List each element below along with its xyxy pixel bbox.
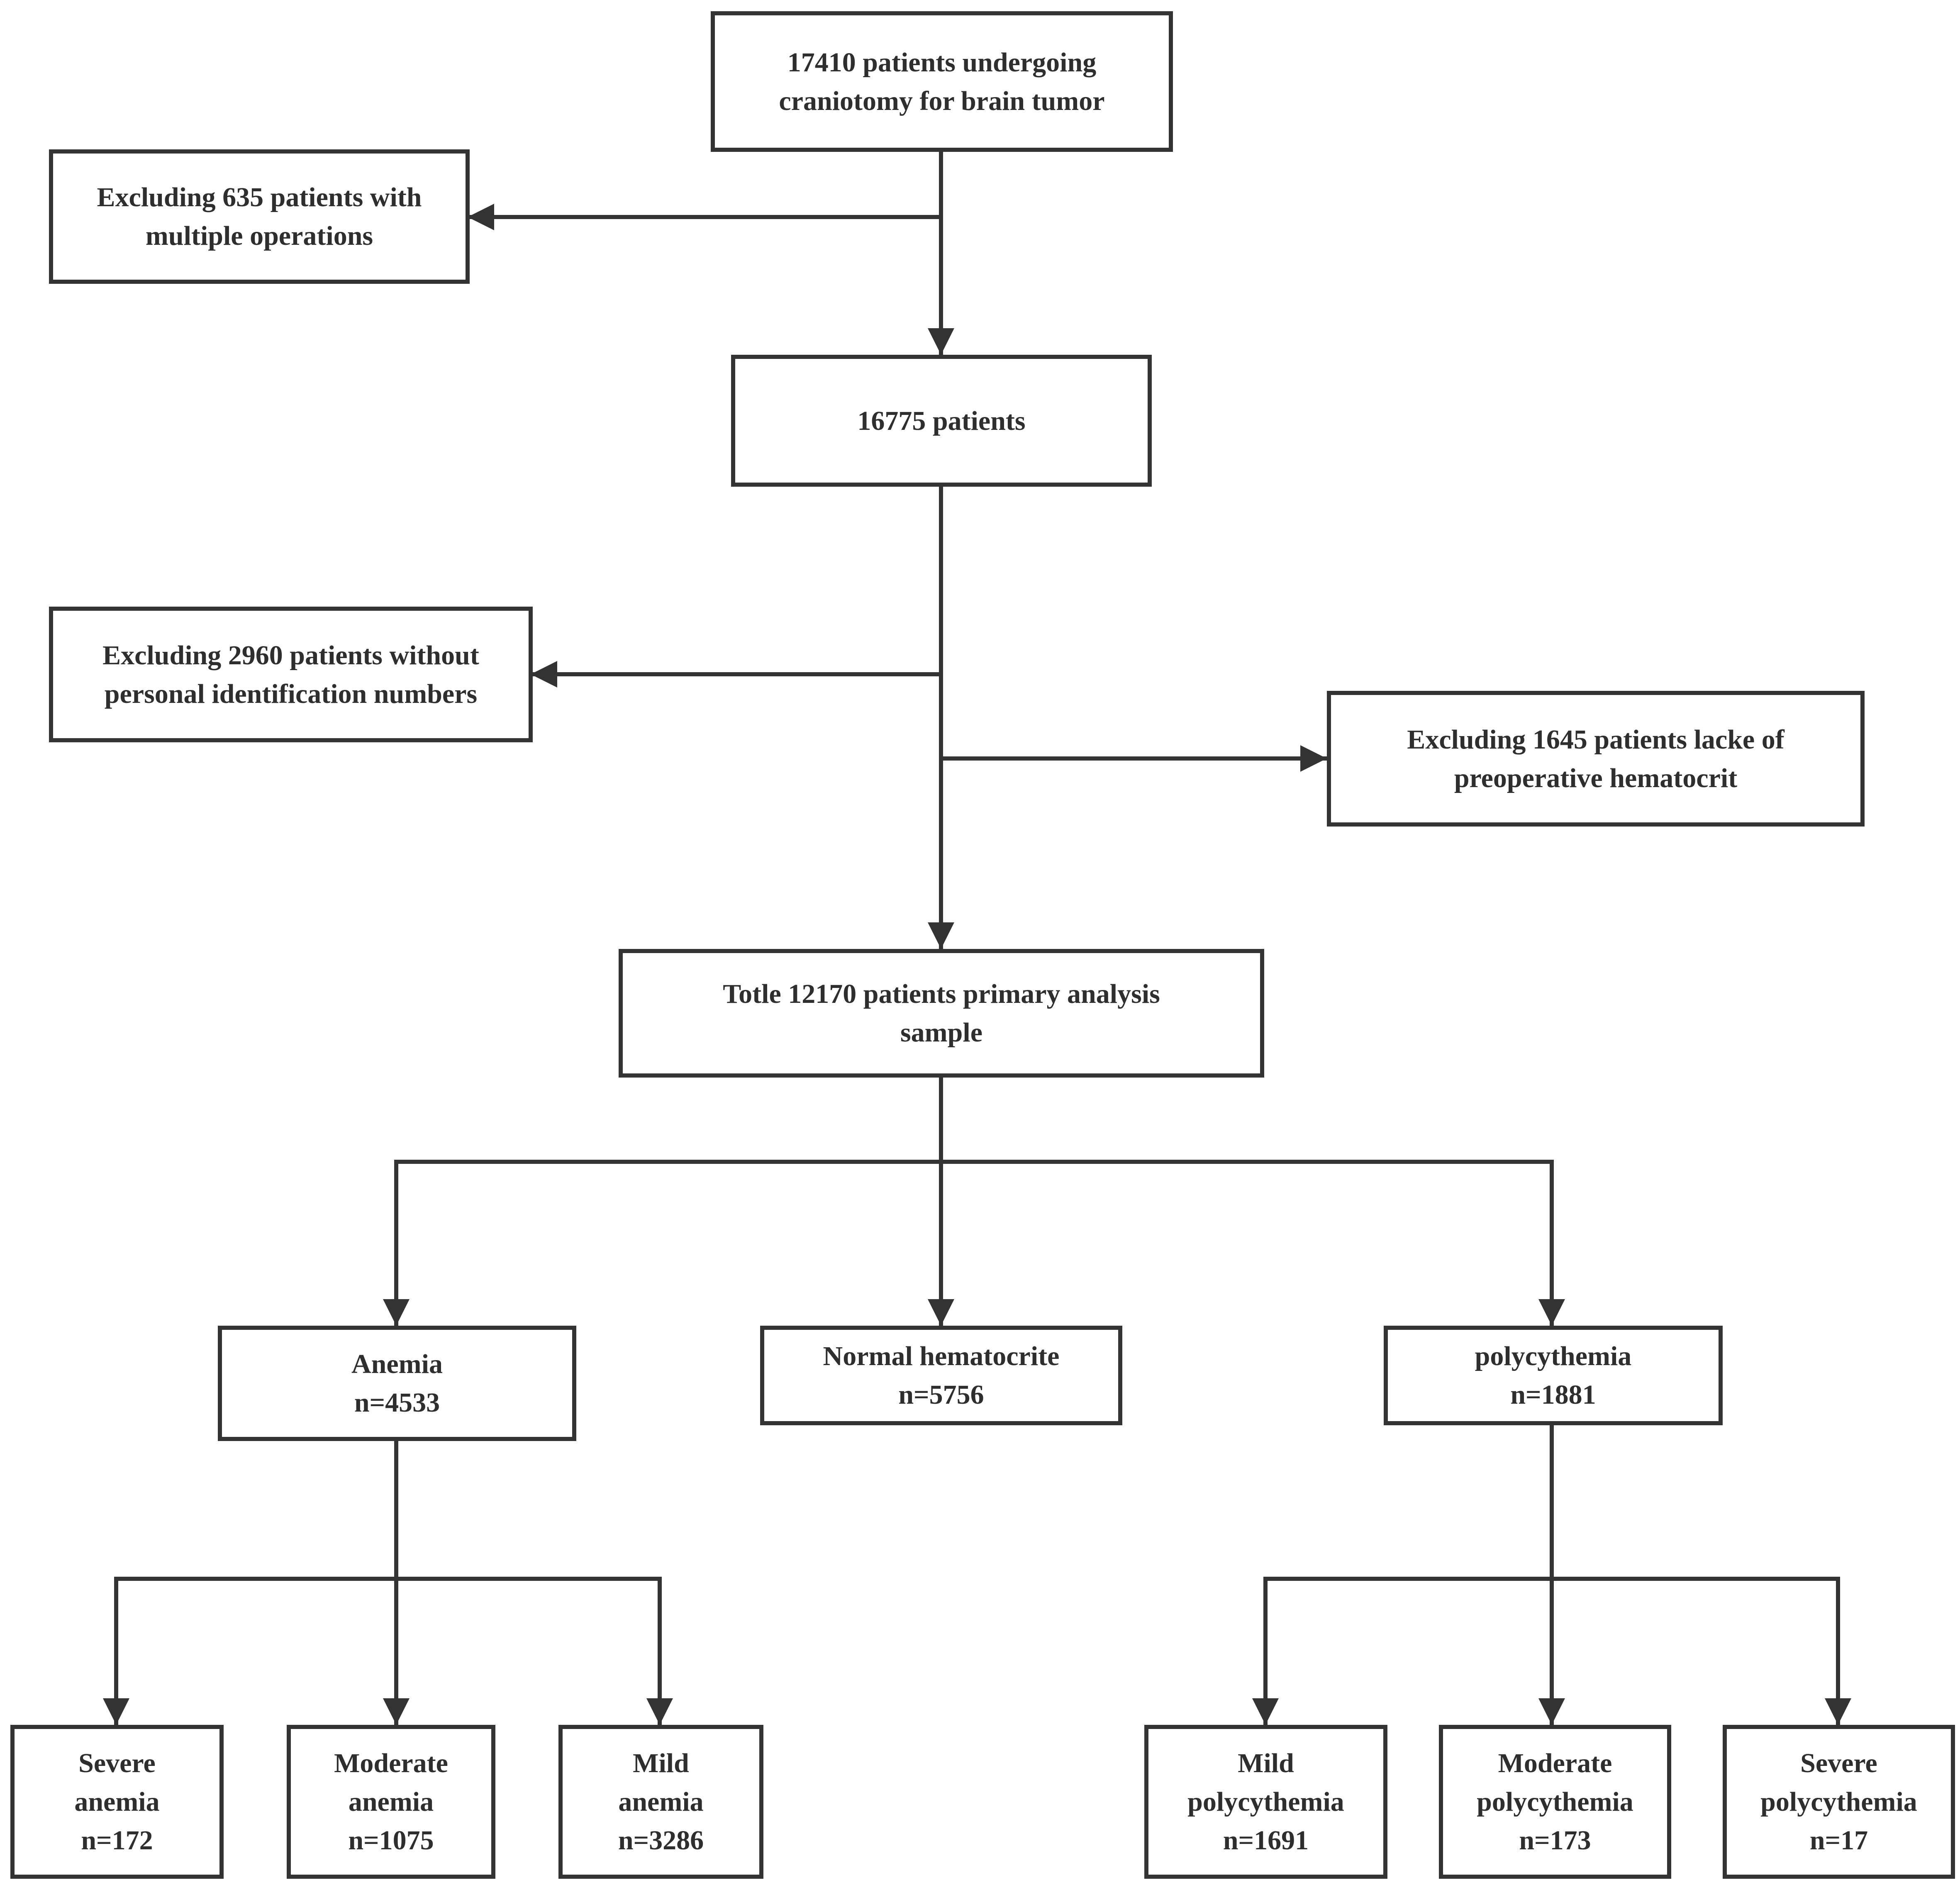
mild-polycythemia-line-3: n=1691 [1223, 1825, 1309, 1856]
mild-polycythemia-line-2: polycythemia [1187, 1787, 1344, 1817]
severe-anemia-box: Severe anemia n=172 [10, 1725, 224, 1879]
mild-anemia-box: Mild anemia n=3286 [558, 1725, 763, 1879]
patients-16775-line-1: 16775 patients [857, 405, 1026, 436]
analysis-sample-line-1: Totle 12170 patients primary analysis [723, 979, 1160, 1009]
polycythemia-box: polycythemia n=1881 [1384, 1326, 1723, 1425]
polycythemia-line-1: polycythemia [1475, 1341, 1632, 1371]
anemia-line-2: n=4533 [354, 1388, 440, 1418]
moderate-anemia-line-3: n=1075 [348, 1825, 434, 1856]
moderate-anemia-line-2: anemia [348, 1787, 434, 1817]
mild-anemia-line-3: n=3286 [618, 1825, 704, 1856]
exclude-no-hematocrit-box: Excluding 1645 patients lacke of preopera… [1327, 691, 1865, 827]
start-line-1: 17410 patients undergoing [787, 47, 1097, 78]
severe-anemia-line-3: n=172 [81, 1825, 153, 1856]
exclude-no-id-box: Excluding 2960 patients without personal … [49, 607, 533, 742]
moderate-anemia-line-1: Moderate [334, 1748, 448, 1778]
exclude-multiple-operations-box: Excluding 635 patients with multiple oper… [49, 149, 470, 284]
exclude-no-hematocrit-line-1: Excluding 1645 patients lacke of [1407, 724, 1784, 755]
moderate-polycythemia-box: Moderate polycythemia n=173 [1439, 1725, 1671, 1879]
analysis-sample-box: Totle 12170 patients primary analysis sam… [619, 949, 1264, 1078]
severe-polycythemia-line-1: Severe [1800, 1748, 1877, 1778]
exclude-no-hematocrit-line-2: preoperative hematocrit [1454, 763, 1738, 793]
severe-anemia-line-2: anemia [74, 1787, 160, 1817]
analysis-sample-line-2: sample [900, 1017, 982, 1048]
severe-anemia-line-1: Severe [78, 1748, 156, 1778]
normal-hematocrite-box: Normal hematocrite n=5756 [760, 1326, 1122, 1425]
start-line-2: craniotomy for brain tumor [779, 85, 1105, 116]
moderate-polycythemia-line-2: polycythemia [1477, 1787, 1633, 1817]
moderate-anemia-box: Moderate anemia n=1075 [287, 1725, 495, 1879]
moderate-polycythemia-line-3: n=173 [1519, 1825, 1591, 1856]
severe-polycythemia-line-3: n=17 [1809, 1825, 1868, 1856]
exclude-multiple-operations-line-2: multiple operations [145, 221, 373, 251]
mild-anemia-line-1: Mild [633, 1748, 689, 1778]
polycythemia-line-2: n=1881 [1510, 1380, 1596, 1410]
normal-hematocrite-line-1: Normal hematocrite [823, 1341, 1060, 1371]
mild-polycythemia-box: Mild polycythemia n=1691 [1144, 1725, 1387, 1879]
exclude-no-id-line-1: Excluding 2960 patients without [102, 640, 479, 671]
patients-16775-box: 16775 patients [731, 355, 1152, 487]
start-box: 17410 patients undergoing craniotomy for … [711, 11, 1173, 152]
severe-polycythemia-box: Severe polycythemia n=17 [1723, 1725, 1955, 1879]
exclude-no-id-line-2: personal identification numbers [104, 678, 478, 709]
anemia-line-1: Anemia [351, 1349, 443, 1379]
severe-polycythemia-line-2: polycythemia [1760, 1787, 1917, 1817]
moderate-polycythemia-line-1: Moderate [1498, 1748, 1612, 1778]
normal-hematocrite-line-2: n=5756 [898, 1380, 984, 1410]
mild-polycythemia-line-1: Mild [1238, 1748, 1294, 1778]
exclude-multiple-operations-line-1: Excluding 635 patients with [97, 182, 422, 212]
anemia-box: Anemia n=4533 [218, 1326, 576, 1441]
mild-anemia-line-2: anemia [618, 1787, 704, 1817]
